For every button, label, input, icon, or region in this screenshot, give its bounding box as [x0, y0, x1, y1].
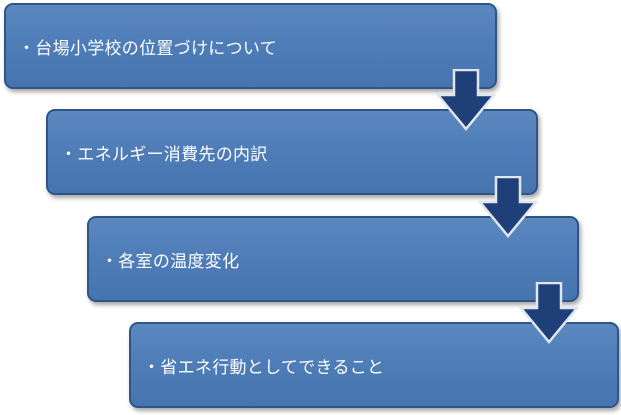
flow-step-label: ・省エネ行動としてできること [143, 357, 385, 378]
flow-step-4: ・省エネ行動としてできること [129, 322, 619, 408]
flow-step-2: ・エネルギー消費先の内訳 [46, 109, 538, 195]
flow-step-label: ・エネルギー消費先の内訳 [60, 144, 268, 165]
flow-step-3: ・各室の温度変化 [87, 216, 579, 302]
down-arrow-icon [519, 282, 579, 344]
down-arrow-icon [478, 176, 538, 238]
down-arrow-icon [436, 69, 496, 131]
flow-step-label: ・台場小学校の位置づけについて [18, 38, 277, 59]
flow-step-label: ・各室の温度変化 [101, 251, 240, 272]
flow-step-1: ・台場小学校の位置づけについて [4, 3, 497, 89]
